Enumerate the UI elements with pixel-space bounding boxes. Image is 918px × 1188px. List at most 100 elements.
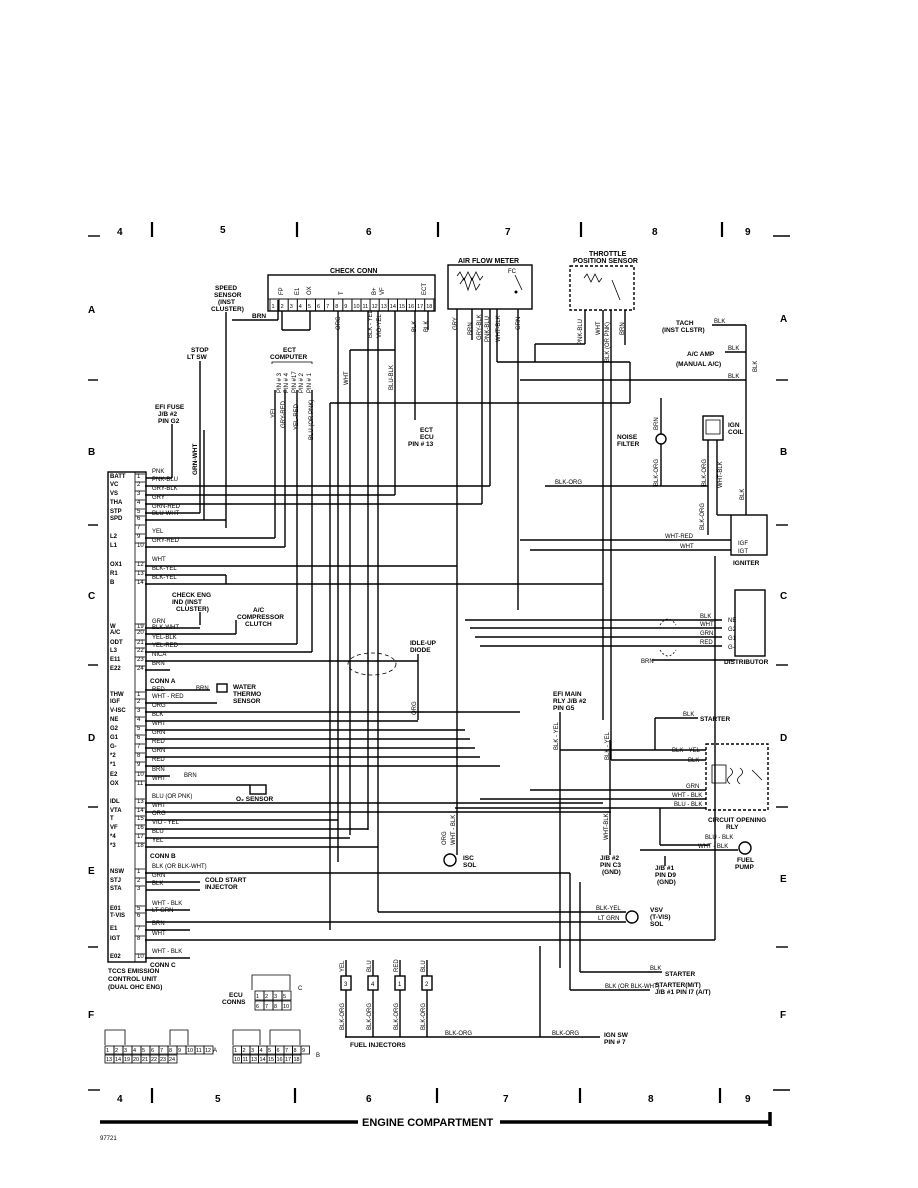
svg-text:RLY: RLY bbox=[726, 824, 739, 831]
svg-text:BLU-BLK: BLU-BLK bbox=[389, 365, 395, 390]
ecu-pin-number: 4 bbox=[137, 500, 141, 506]
ecu-wire-color: ORG bbox=[152, 703, 166, 709]
svg-text:ORG: ORG bbox=[442, 831, 448, 845]
injector-wire-label: BLK-ORG bbox=[394, 1003, 400, 1030]
ecu-conn-pin: 11 bbox=[243, 1057, 249, 1063]
afm-wire-labels: GRY BRN GRY-BLK PNK-BLU WHT-BLK GRN PNK-… bbox=[336, 309, 626, 390]
circuit-opening-rly: CIRCUIT OPENING RLY BLK - YEL BLK GRN WH… bbox=[455, 743, 769, 851]
svg-text:BRN: BRN bbox=[468, 322, 474, 335]
ecu-conn-pin: 19 bbox=[124, 1057, 130, 1063]
ecu-wire-color: GRY bbox=[152, 495, 165, 501]
ecu-wire-color: PNK bbox=[152, 469, 164, 475]
grid-row-a: A bbox=[88, 305, 95, 316]
ecu-pin-number: 2 bbox=[137, 482, 141, 488]
grid-col-4: 4 bbox=[117, 227, 123, 238]
ecu-pin-number: 3 bbox=[137, 886, 141, 892]
ecu-wire-color: GRN bbox=[152, 873, 165, 879]
ecu-terminal-label: VC bbox=[110, 482, 119, 488]
svg-text:IGT: IGT bbox=[738, 549, 748, 555]
ecu-pin-number: 16 bbox=[137, 825, 144, 831]
svg-text:CONNS: CONNS bbox=[222, 999, 246, 1006]
ecu-conn-pin: 20 bbox=[133, 1057, 139, 1063]
svg-text:FILTER: FILTER bbox=[617, 441, 640, 448]
ecu-wires bbox=[145, 390, 716, 990]
ecu-pin-number: 23 bbox=[137, 657, 144, 663]
svg-text:ECU: ECU bbox=[420, 434, 434, 441]
tccs-ecu: TCCS EMISSION CONTROL UNIT (DUAL OHC ENG… bbox=[107, 469, 207, 991]
svg-text:STARTER(M/T): STARTER(M/T) bbox=[655, 982, 701, 989]
svg-text:WHT-BLK: WHT-BLK bbox=[718, 461, 724, 488]
svg-text:G1: G1 bbox=[728, 636, 737, 642]
brn-label: BRN bbox=[252, 313, 266, 320]
svg-text:IND (INST: IND (INST bbox=[172, 599, 202, 606]
svg-text:STOP: STOP bbox=[191, 347, 209, 354]
svg-text:A/C: A/C bbox=[253, 607, 265, 614]
ecu-conn-pin: 6 bbox=[277, 1048, 280, 1054]
grid-col-9: 9 bbox=[745, 227, 751, 238]
svg-text:(MANUAL A/C): (MANUAL A/C) bbox=[676, 361, 721, 368]
ecu-terminal-label: G- bbox=[110, 744, 117, 750]
ecu-conn-pin: 24 bbox=[169, 1057, 175, 1063]
injector-number: 4 bbox=[371, 982, 375, 988]
ecu-wire-color: WHT - RED bbox=[152, 694, 184, 700]
svg-text:COLD START: COLD START bbox=[205, 877, 246, 884]
svg-text:FUEL: FUEL bbox=[737, 857, 754, 864]
svg-text:SENSOR: SENSOR bbox=[233, 698, 261, 705]
ecu-pin-number: 9 bbox=[137, 762, 141, 768]
ecu-terminal-label: OX bbox=[110, 781, 119, 787]
ecu-conn-pin: 4 bbox=[133, 1048, 136, 1054]
ecu-pin-number: 18 bbox=[137, 843, 144, 849]
ecu-conn-pin: 8 bbox=[294, 1048, 297, 1054]
ecu-wire-color: YEL bbox=[152, 529, 164, 535]
ecu-conn-pin: 2 bbox=[265, 994, 268, 1000]
svg-text:(T-VIS): (T-VIS) bbox=[650, 914, 671, 921]
injector-wire-label: YEL bbox=[340, 960, 346, 972]
svg-text:BRN: BRN bbox=[654, 417, 660, 430]
svg-text:TACH: TACH bbox=[676, 320, 694, 327]
ecu-wire-color: BLU-WHT bbox=[152, 511, 180, 517]
ecu-conn-pin: 2 bbox=[243, 1048, 246, 1054]
check-conn-pin: 17 bbox=[417, 304, 423, 310]
svg-text:EFI FUSE: EFI FUSE bbox=[155, 404, 185, 411]
ecu-wire-color: WHT bbox=[152, 557, 166, 563]
injector-wire-label: BLK-ORG bbox=[367, 1003, 373, 1030]
svg-text:CHECK ENG: CHECK ENG bbox=[172, 592, 211, 599]
ecu-conn-pin: 1 bbox=[256, 994, 259, 1000]
ecu-conn-pin: 5 bbox=[283, 994, 286, 1000]
svg-text:STARTER: STARTER bbox=[665, 971, 696, 978]
ecu-wire-color: WHT bbox=[152, 931, 166, 937]
injector-wire-label: RED bbox=[394, 959, 400, 972]
injector-wire-label: BLU bbox=[367, 960, 373, 972]
ecu-wire-color: BLK bbox=[152, 712, 163, 718]
ecu-pin-number: 8 bbox=[137, 753, 141, 759]
ecu-terminal-label: NE bbox=[110, 717, 118, 723]
svg-text:WHT - BLK: WHT - BLK bbox=[698, 844, 728, 850]
injector-wire-label: BLK-ORG bbox=[421, 1003, 427, 1030]
grid-col-9-bottom: 9 bbox=[745, 1094, 751, 1105]
svg-text:AIR FLOW METER: AIR FLOW METER bbox=[458, 258, 519, 265]
svg-text:ISC: ISC bbox=[463, 855, 474, 862]
ecu-terminal-label: W bbox=[110, 624, 116, 630]
svg-text:WHT: WHT bbox=[700, 622, 714, 628]
check-conn-pin: 4 bbox=[299, 304, 302, 310]
svg-text:CIRCUIT OPENING: CIRCUIT OPENING bbox=[708, 817, 766, 824]
svg-text:SOL: SOL bbox=[650, 921, 663, 928]
ecu-terminal-label: G1 bbox=[110, 735, 119, 741]
svg-text:BRN: BRN bbox=[641, 659, 654, 665]
ecu-terminal-label: A/C bbox=[110, 630, 121, 636]
gnd-labels: J/B #2 PIN C3 (GND) J/B #1 PIN D9 (GND) … bbox=[600, 740, 676, 886]
speed-sensor: SPEED SENSOR (INST CLUSTER) BRN bbox=[211, 285, 279, 528]
ecu-pin-number: 13 bbox=[137, 799, 144, 805]
starter-f: BLK STARTER BLK (OR BLK-WHT) STARTER(M/T… bbox=[570, 966, 711, 996]
check-conn-pin: 9 bbox=[344, 304, 347, 310]
ecu-terminal-label: IGF bbox=[110, 699, 120, 705]
svg-text:WHT-BLK: WHT-BLK bbox=[604, 813, 610, 840]
check-conn-pin: 2 bbox=[281, 304, 284, 310]
water-thermo-sensor: WATER THERMO SENSOR BRN bbox=[196, 683, 261, 705]
check-conn-ox: OX bbox=[307, 286, 313, 295]
ecu-terminal-label: E1 bbox=[110, 926, 118, 932]
grid-col-7-bottom: 7 bbox=[503, 1094, 509, 1105]
ecu-terminal-label: L1 bbox=[110, 543, 118, 549]
